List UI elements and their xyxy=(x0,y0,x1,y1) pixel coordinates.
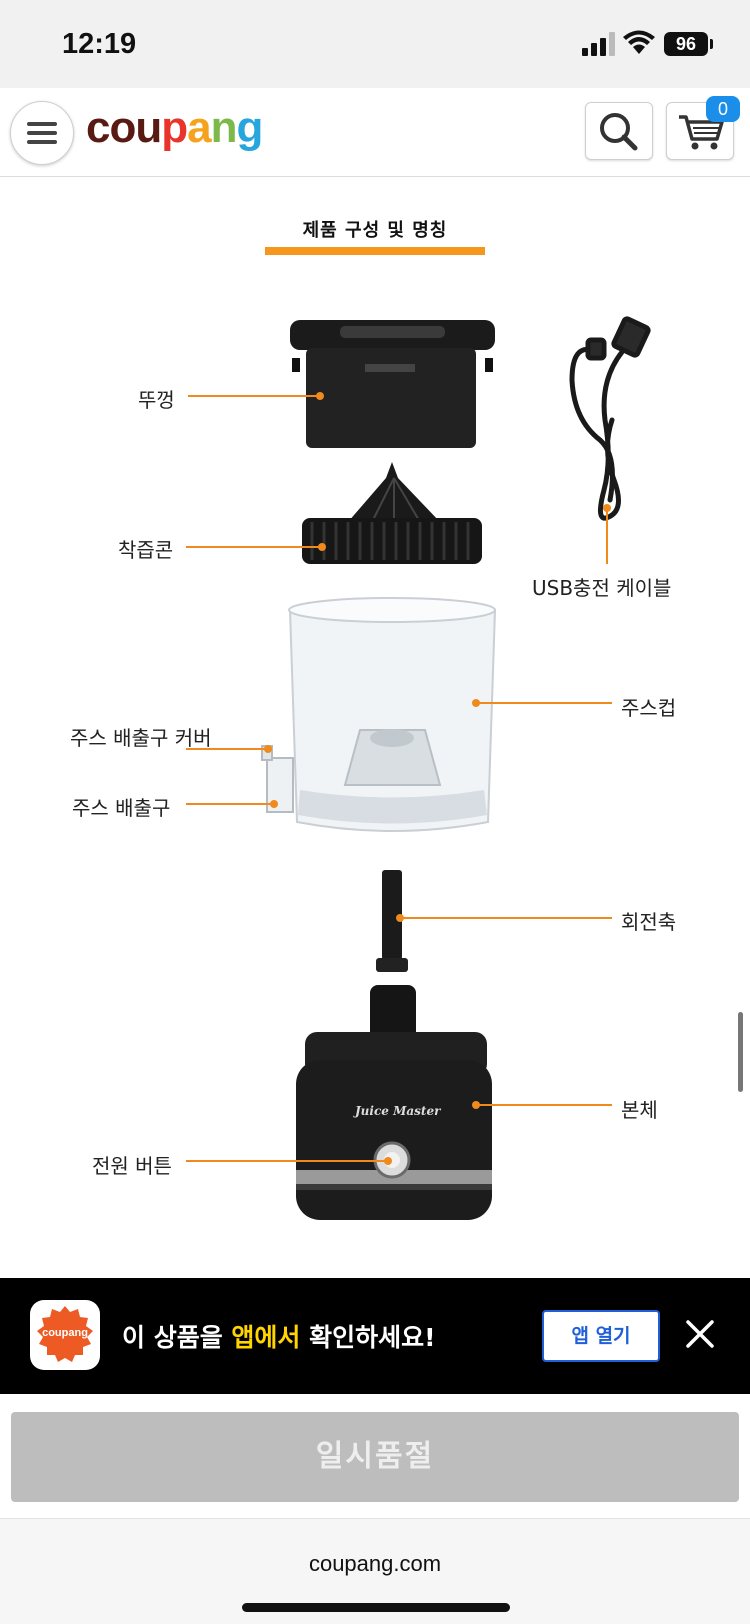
soldout-button[interactable]: 일시품절 xyxy=(11,1412,739,1502)
callout-shaft xyxy=(400,917,612,919)
logo-letter: o xyxy=(109,103,136,152)
url-text: coupang.com xyxy=(308,1551,442,1576)
status-time: 12:19 xyxy=(62,28,137,60)
app-promo-banner: coupang 이 상품을 앱에서 확인하세요! 앱 열기 xyxy=(0,1278,750,1394)
banner-highlight: 앱에서 xyxy=(231,1323,301,1352)
callout-spout xyxy=(186,803,272,805)
callout-cup xyxy=(476,702,612,704)
logo-letter: g xyxy=(236,103,264,152)
close-icon[interactable] xyxy=(682,1316,718,1352)
product-parts-illustration xyxy=(261,316,651,1220)
logo-letter: u xyxy=(135,103,162,152)
juicer-cone-illustration xyxy=(302,462,482,564)
label-spout-cover: 주스 배출구 커버 xyxy=(70,726,212,750)
label-spout: 주스 배출구 xyxy=(72,796,171,820)
menu-icon xyxy=(27,122,57,126)
callout-spout-cover xyxy=(186,748,266,750)
brand-print: Juice Master xyxy=(355,1104,441,1118)
wifi-icon xyxy=(623,30,655,54)
main-body-illustration xyxy=(296,985,492,1220)
usb-cable-illustration xyxy=(569,316,651,521)
cellular-signal-icon xyxy=(582,32,615,56)
cart-icon xyxy=(679,115,724,150)
callout-body xyxy=(476,1104,612,1106)
coupang-app-icon: coupang xyxy=(30,1300,100,1370)
logo-letter: p xyxy=(161,103,188,152)
search-icon xyxy=(600,113,638,151)
callout-cable xyxy=(606,508,608,564)
cart-button[interactable] xyxy=(666,102,734,160)
cart-count-badge: 0 xyxy=(706,96,740,122)
label-cone: 착즙콘 xyxy=(118,538,174,562)
search-button[interactable] xyxy=(585,102,653,160)
battery-indicator: 96 xyxy=(664,32,708,56)
logo-letter: a xyxy=(187,103,212,152)
logo-letter: n xyxy=(210,103,238,152)
banner-message: 이 상품을 앱에서 확인하세요! xyxy=(122,1323,436,1352)
callout-cone xyxy=(186,546,320,548)
menu-button[interactable] xyxy=(10,101,74,165)
title-underline xyxy=(265,247,485,255)
label-body: 본체 xyxy=(621,1098,658,1122)
status-bar: 12:19 96 xyxy=(0,0,750,88)
app-icon-text: coupang xyxy=(42,1327,88,1339)
site-header: coupang 0 xyxy=(0,88,750,177)
coupang-logo[interactable]: coupang xyxy=(86,103,264,153)
label-cup: 주스컵 xyxy=(621,696,677,720)
scroll-indicator[interactable] xyxy=(738,1012,743,1092)
browser-url-bar[interactable]: coupang.com xyxy=(0,1518,750,1624)
label-shaft: 회전축 xyxy=(621,910,677,934)
battery-tip xyxy=(710,39,713,49)
lid-illustration xyxy=(290,320,495,448)
open-app-button[interactable]: 앱 열기 xyxy=(542,1310,660,1362)
label-cable: USB충전 케이블 xyxy=(532,576,672,600)
rotating-shaft-illustration xyxy=(376,870,408,972)
home-indicator xyxy=(242,1603,510,1612)
label-power-button: 전원 버튼 xyxy=(92,1154,172,1178)
section-title: 제품 구성 및 명칭 xyxy=(302,220,448,241)
callout-power-button xyxy=(186,1160,386,1162)
juice-cup-illustration xyxy=(261,597,497,832)
badge-seal-icon xyxy=(37,1306,93,1362)
label-lid: 뚜껑 xyxy=(138,388,175,412)
logo-letter: c xyxy=(86,103,111,152)
callout-lid xyxy=(188,395,318,397)
